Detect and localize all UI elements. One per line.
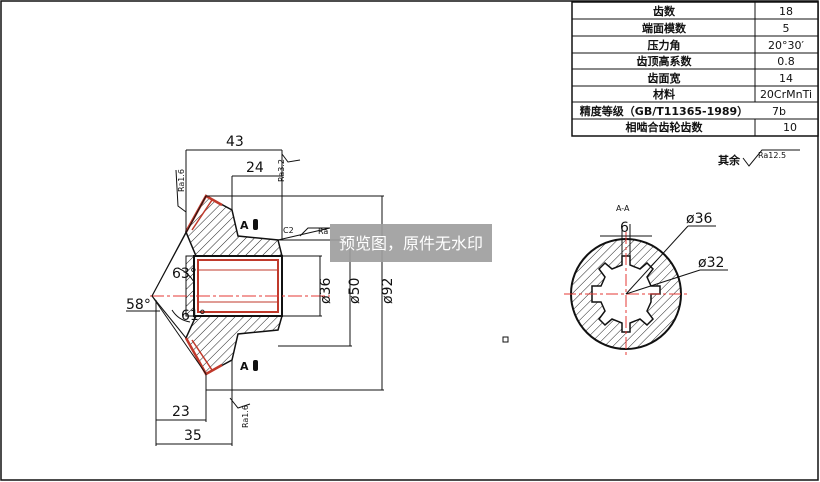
surface-note-label: 其余 bbox=[718, 153, 741, 167]
param-value: 5 bbox=[783, 22, 790, 35]
param-label: 端面模数 bbox=[642, 21, 687, 35]
param-label: 材料 bbox=[653, 87, 675, 101]
dim-43: 43 bbox=[226, 134, 244, 150]
section-dim-6: 6 bbox=[620, 220, 629, 236]
dia-36: ø36 bbox=[318, 278, 334, 304]
dim-35: 35 bbox=[184, 428, 202, 444]
section-arrow-top-icon bbox=[253, 219, 258, 230]
dim-23: 23 bbox=[172, 404, 190, 420]
param-label: 相啮合齿轮齿数 bbox=[626, 120, 704, 134]
param-label: 齿顶高系数 bbox=[637, 54, 693, 68]
param-label: 齿数 bbox=[653, 4, 676, 18]
roughness-symbol-icon bbox=[175, 169, 187, 213]
spline-profile bbox=[197, 259, 279, 313]
main-view: 58° 63° 61° A A 43 24 Ra3.2 Ra1.6 C2 Ra bbox=[126, 134, 396, 446]
ra-16-left: Ra1.6 bbox=[177, 169, 186, 192]
chamfer-c2: C2 bbox=[283, 226, 294, 235]
section-mark-bottom: A bbox=[240, 360, 249, 373]
watermark-text: 预览图，原件无水印 bbox=[339, 234, 483, 253]
roughness-symbol-icon bbox=[299, 227, 330, 237]
roughness-symbol-icon bbox=[281, 153, 301, 163]
param-value: 20°30′ bbox=[768, 39, 804, 52]
marker-square bbox=[502, 336, 509, 343]
roughness-symbol-icon bbox=[229, 397, 251, 409]
angle-58: 58° bbox=[126, 297, 151, 313]
dia-50: ø50 bbox=[347, 278, 363, 304]
cone-line bbox=[151, 295, 207, 375]
surface-note-ra: Ra12.5 bbox=[758, 151, 786, 160]
angle-63: 63° bbox=[172, 266, 197, 282]
bore-wall-left bbox=[185, 255, 195, 317]
surface-roughness-note: 其余 Ra12.5 bbox=[718, 149, 800, 167]
section-arrow-bottom-icon bbox=[253, 360, 258, 371]
splined-bore bbox=[193, 255, 283, 317]
param-label: 精度等级（GB/T11365-1989） bbox=[580, 104, 748, 118]
angle-61: 61° bbox=[181, 308, 206, 324]
param-label: 齿面宽 bbox=[648, 71, 681, 85]
param-label: 压力角 bbox=[648, 38, 681, 52]
section-mark-top: A bbox=[240, 219, 249, 232]
ra-32: Ra3.2 bbox=[277, 159, 286, 182]
param-value: 0.8 bbox=[777, 55, 795, 68]
dim-24: 24 bbox=[246, 160, 264, 176]
param-value: 18 bbox=[779, 5, 793, 18]
section-view-title: A-A bbox=[616, 204, 630, 213]
ra-16-bottom: Ra1.6 bbox=[241, 405, 250, 428]
section-dia-36: ø36 bbox=[686, 211, 712, 227]
param-value: 10 bbox=[783, 121, 797, 134]
ra-partial: Ra bbox=[318, 227, 328, 236]
param-value: 7b bbox=[772, 105, 786, 118]
roughness-symbol-icon bbox=[742, 149, 800, 167]
param-value: 20CrMnTi bbox=[760, 88, 812, 101]
dia-92: ø92 bbox=[380, 278, 396, 304]
section-dia-32: ø32 bbox=[698, 255, 724, 271]
params-table: 齿数 18 端面模数 5 压力角 20°30′ 齿顶高系数 0.8 齿面宽 14… bbox=[571, 1, 819, 137]
watermark: 预览图，原件无水印 bbox=[330, 224, 492, 262]
section-view: A-A 6 ø36 ø32 bbox=[564, 204, 728, 356]
param-value: 14 bbox=[779, 72, 793, 85]
